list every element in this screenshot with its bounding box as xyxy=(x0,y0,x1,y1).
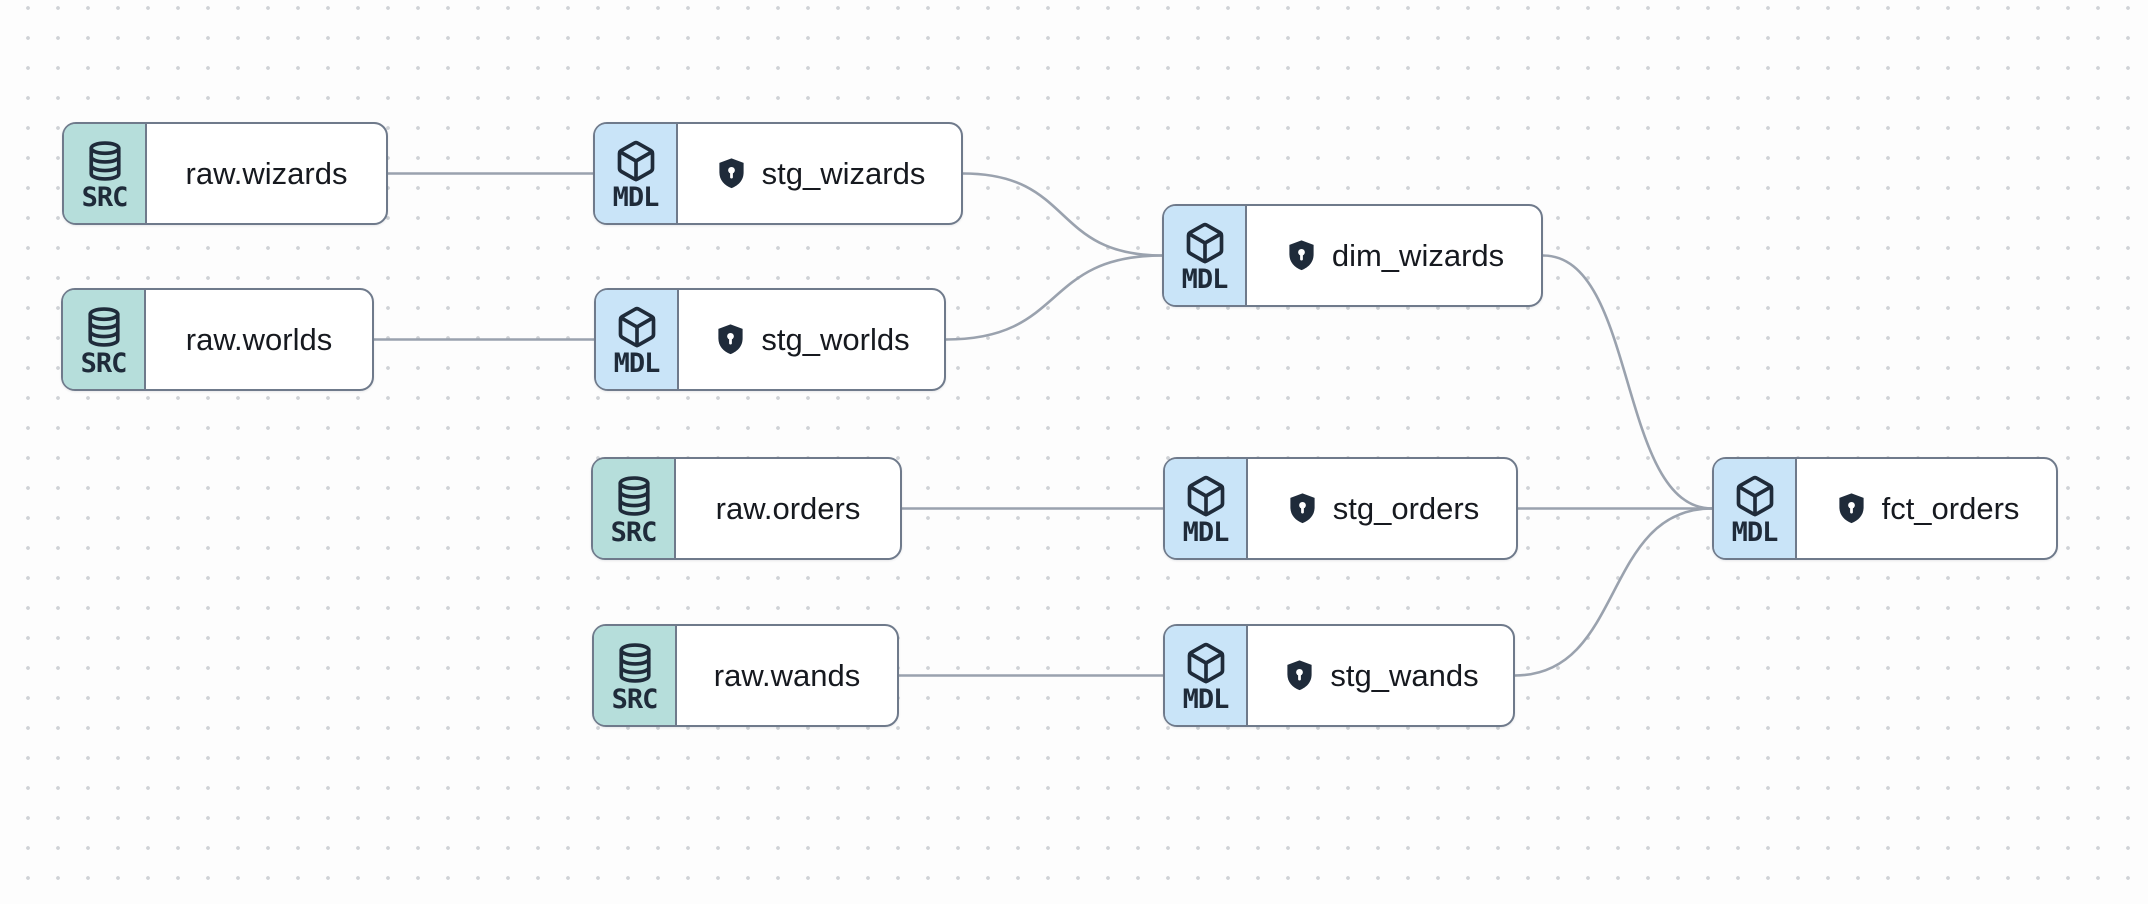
node-label: raw.orders xyxy=(715,491,861,526)
cube-icon xyxy=(1184,474,1228,518)
cube-icon xyxy=(1733,474,1777,518)
node-type-label: MDL xyxy=(1182,516,1230,548)
shield-lock-icon xyxy=(713,322,748,357)
shield-lock-icon xyxy=(1284,238,1319,273)
node-type-badge: SRC xyxy=(594,626,677,725)
database-icon xyxy=(612,474,656,518)
lineage-node-fct_orders[interactable]: MDL fct_orders xyxy=(1712,457,2058,560)
node-body: raw.worlds xyxy=(146,290,372,389)
node-body: raw.orders xyxy=(676,459,900,558)
lineage-node-raw_wands[interactable]: SRC raw.wands xyxy=(592,624,899,727)
node-label: dim_wizards xyxy=(1331,238,1505,273)
shield-lock-icon xyxy=(1282,658,1317,693)
node-type-label: MDL xyxy=(1731,516,1779,548)
shield-lock-icon xyxy=(1834,491,1869,526)
node-type-label: SRC xyxy=(611,683,659,715)
lineage-node-dim_wizards[interactable]: MDL dim_wizards xyxy=(1162,204,1543,307)
node-type-badge: MDL xyxy=(596,290,679,389)
cube-icon xyxy=(615,305,659,349)
node-type-badge: MDL xyxy=(1164,206,1247,305)
database-icon xyxy=(82,305,126,349)
node-body: raw.wands xyxy=(677,626,897,725)
shield-lock-icon xyxy=(714,156,749,191)
node-label: stg_wands xyxy=(1330,658,1479,693)
node-type-label: MDL xyxy=(613,347,661,379)
node-label: stg_worlds xyxy=(761,322,910,357)
node-type-badge: MDL xyxy=(1714,459,1797,558)
cube-icon xyxy=(1184,641,1228,685)
node-body: stg_worlds xyxy=(679,290,944,389)
edge-dim_wizards-to-fct_orders xyxy=(1541,254,1714,510)
node-label: raw.worlds xyxy=(185,322,333,357)
node-label: stg_orders xyxy=(1332,491,1480,526)
database-icon xyxy=(613,641,657,685)
lineage-node-raw_worlds[interactable]: SRC raw.worlds xyxy=(61,288,374,391)
node-label: stg_wizards xyxy=(761,156,926,191)
shield-lock-icon xyxy=(1285,491,1320,526)
lineage-node-raw_orders[interactable]: SRC raw.orders xyxy=(591,457,902,560)
node-type-label: SRC xyxy=(80,347,128,379)
lineage-node-stg_worlds[interactable]: MDL stg_worlds xyxy=(594,288,946,391)
node-body: stg_orders xyxy=(1248,459,1516,558)
node-label: raw.wizards xyxy=(185,156,348,191)
node-body: stg_wizards xyxy=(678,124,961,223)
node-type-label: MDL xyxy=(1182,683,1230,715)
node-type-badge: SRC xyxy=(64,124,147,223)
node-body: dim_wizards xyxy=(1247,206,1541,305)
node-type-label: MDL xyxy=(612,181,660,213)
lineage-node-raw_wizards[interactable]: SRC raw.wizards xyxy=(62,122,388,225)
database-icon xyxy=(83,139,127,183)
cube-icon xyxy=(614,139,658,183)
edge-stg_wands-to-fct_orders xyxy=(1513,507,1714,677)
node-type-badge: MDL xyxy=(1165,626,1248,725)
node-type-badge: MDL xyxy=(1165,459,1248,558)
lineage-node-stg_wizards[interactable]: MDL stg_wizards xyxy=(593,122,963,225)
node-type-label: SRC xyxy=(81,181,129,213)
node-label: raw.wands xyxy=(713,658,861,693)
node-type-badge: MDL xyxy=(595,124,678,223)
node-type-badge: SRC xyxy=(593,459,676,558)
edge-stg_worlds-to-dim_wizards xyxy=(944,254,1164,341)
node-body: stg_wands xyxy=(1248,626,1513,725)
lineage-node-stg_orders[interactable]: MDL stg_orders xyxy=(1163,457,1518,560)
node-type-badge: SRC xyxy=(63,290,146,389)
node-type-label: SRC xyxy=(610,516,658,548)
edge-stg_wizards-to-dim_wizards xyxy=(961,172,1164,257)
lineage-node-stg_wands[interactable]: MDL stg_wands xyxy=(1163,624,1515,727)
node-body: fct_orders xyxy=(1797,459,2056,558)
node-label: fct_orders xyxy=(1881,491,2020,526)
node-body: raw.wizards xyxy=(147,124,386,223)
node-type-label: MDL xyxy=(1181,263,1229,295)
cube-icon xyxy=(1183,221,1227,265)
